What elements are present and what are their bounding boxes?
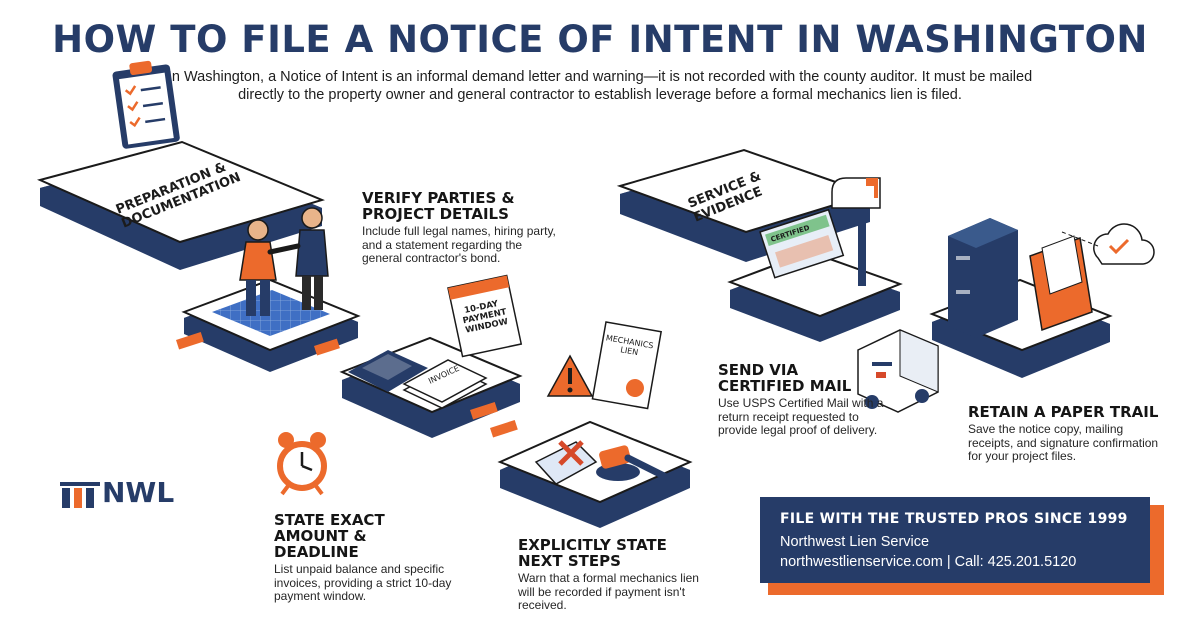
- step-body: Save the notice copy, mailing receipts, …: [968, 422, 1159, 463]
- nwl-logo-mark: [60, 482, 100, 508]
- mailbox-icon: [831, 177, 881, 286]
- cta-banner: FILE WITH THE TRUSTED PROS SINCE 1999 No…: [760, 497, 1164, 595]
- step-heading: VERIFY PARTIES & PROJECT DETAILS: [362, 189, 515, 223]
- cta-heading: FILE WITH THE TRUSTED PROS SINCE 1999: [780, 511, 1128, 527]
- step-body: Use USPS Certified Mail with a return re…: [718, 396, 884, 437]
- handshake-people-icon: [239, 207, 329, 316]
- cta-contact: northwestlienservice.com | Call: 425.201…: [780, 554, 1077, 570]
- step-paper-trail: RETAIN A PAPER TRAIL Save the notice cop…: [968, 404, 1168, 464]
- step-heading: EXPLICITLY STATE NEXT STEPS: [518, 536, 667, 570]
- certified-mail-platform: [727, 250, 903, 342]
- nwl-logo: NWL: [60, 476, 180, 515]
- calendar-icon: 10-DAY PAYMENTWINDOW: [447, 274, 523, 358]
- intro-text: In Washington, a Notice of Intent is an …: [167, 69, 1033, 103]
- gavel-icon: [596, 445, 672, 482]
- cta-company: Northwest Lien Service: [780, 534, 930, 550]
- filing-cabinet-icon: [948, 218, 1018, 338]
- envelope-x-icon: [534, 440, 598, 485]
- folder-icon: [1029, 235, 1093, 332]
- step-state-amount: STATE EXACT AMOUNT & DEADLINE List unpai…: [274, 512, 454, 604]
- step-heading: STATE EXACT AMOUNT & DEADLINE: [274, 511, 385, 561]
- step-body: List unpaid balance and specific invoice…: [274, 562, 452, 603]
- certified-envelope-icon: CERTIFIED: [759, 208, 845, 279]
- warning-icon: [546, 354, 594, 397]
- step-heading: RETAIN A PAPER TRAIL: [968, 403, 1159, 421]
- step-verify-parties: VERIFY PARTIES & PROJECT DETAILS Include…: [362, 190, 562, 266]
- calculator-icon: [348, 350, 428, 392]
- logo-text: NWL: [102, 476, 175, 509]
- cloud-check-icon: [1093, 223, 1155, 265]
- mail-truck-icon: [857, 329, 939, 413]
- preparation-platform: PREPARATION & DOCUMENTATION: [37, 140, 325, 270]
- alarm-clock-icon: [277, 432, 327, 496]
- invoice-stack-icon: INVOICE: [402, 359, 488, 409]
- page-title: HOW TO FILE A NOTICE OF INTENT IN WASHIN…: [52, 18, 1148, 61]
- step-certified-mail: SEND VIA CERTIFIED MAIL Use USPS Certifi…: [718, 362, 888, 438]
- step-heading: SEND VIA CERTIFIED MAIL: [718, 361, 852, 395]
- clipboard-checklist-icon: [112, 60, 180, 149]
- step-body: Warn that a formal mechanics lien will b…: [518, 571, 699, 612]
- step-body: Include full legal names, hiring party, …: [362, 224, 556, 265]
- step-next-steps: EXPLICITLY STATE NEXT STEPS Warn that a …: [518, 537, 708, 613]
- lien-document-icon: MECHANICS LIEN: [591, 321, 663, 410]
